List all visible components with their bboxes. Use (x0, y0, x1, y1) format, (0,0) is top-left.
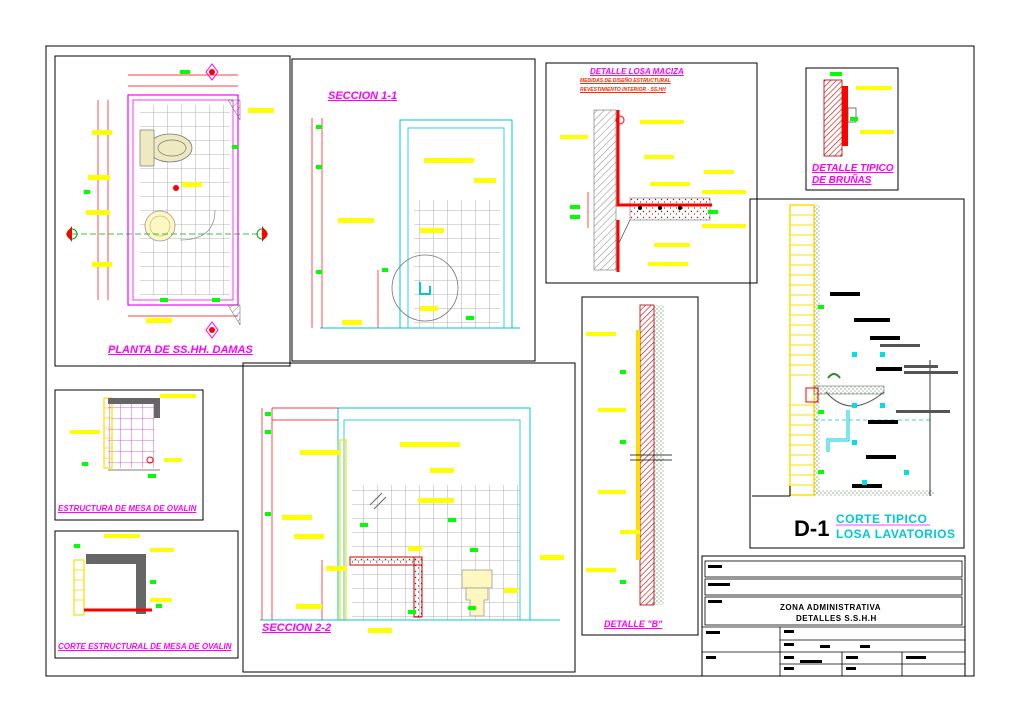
title-block-sheet-name: DETALLES S.S.H.H (796, 614, 877, 623)
detalle-losa-subtitle-2: REVESTIMIENTO INTERIOR - SS.HH (580, 87, 666, 93)
seccion-1-title: SECCION 1-1 (328, 90, 398, 102)
d1-title-line1: CORTE TIPICO (836, 512, 928, 526)
lavatory-symbol (144, 210, 176, 242)
toilet-elevation (461, 569, 493, 589)
seccion-1-view (291, 58, 536, 362)
seccion-2-title: SECCION 2-2 (262, 622, 332, 634)
planta-frame (54, 55, 291, 367)
corte-ovalin-view (54, 530, 239, 659)
title-block (701, 555, 966, 677)
corte-ovalin-title: CORTE ESTRUCTURAL DE MESA DE OVALIN (58, 642, 232, 651)
detalle-losa-view (545, 62, 758, 284)
planta-view (54, 55, 291, 367)
detalle-b-view (581, 296, 699, 636)
planta-title: PLANTA DE SS.HH. DAMAS (108, 344, 253, 356)
detalle-losa-frame (545, 62, 758, 284)
seccion-1-frame (291, 58, 536, 362)
seccion-2-view (242, 362, 576, 673)
detalle-losa-title: DETALLE LOSA MACIZA (590, 67, 684, 76)
estructura-ovalin-view (54, 389, 204, 521)
bruñas-view (805, 67, 899, 191)
estructura-ovalin-frame (54, 389, 204, 521)
estructura-ovalin-title: ESTRUCTURA DE MESA DE OVALIN (58, 504, 197, 513)
d1-view (749, 198, 965, 549)
detalle-losa-subtitle-1: MEDIDAS DE DISEÑO ESTRUCTURAL (580, 78, 671, 84)
bruñas-title-line2: DE BRUÑAS (812, 175, 872, 186)
d1-title-line2: LOSA LAVATORIOS (836, 527, 956, 541)
corte-ovalin-frame (54, 530, 239, 659)
title-block-project: ZONA ADMINISTRATIVA (780, 603, 882, 612)
bruñas-title-line1: DETALLE TIPICO (812, 163, 894, 174)
sheet-border (45, 45, 975, 677)
d1-frame (749, 198, 965, 549)
d1-code: D-1 (794, 516, 830, 541)
toilet-symbol (147, 133, 193, 163)
bruñas-frame (805, 67, 899, 191)
detalle-b-title: DETALLE "B" (604, 619, 663, 629)
seccion-2-frame (242, 362, 576, 673)
detalle-b-frame (581, 296, 699, 636)
